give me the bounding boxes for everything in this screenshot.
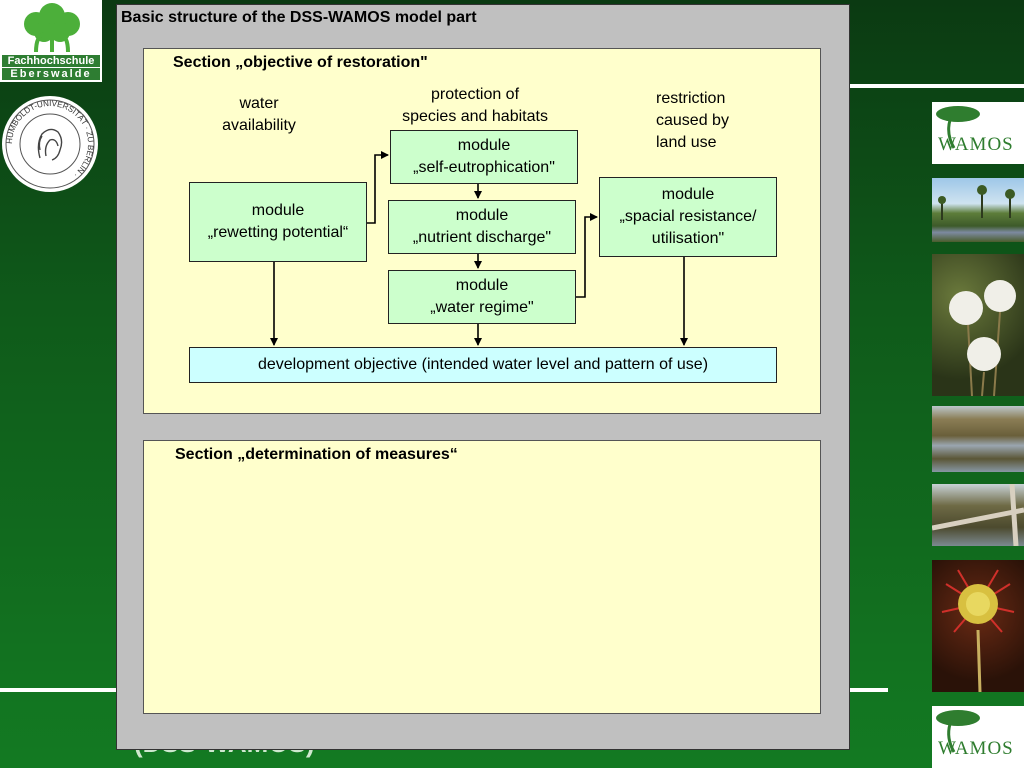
label-protection-of-species: protection of species and habitats (380, 84, 570, 128)
module-eutrophication-line1: module (457, 137, 511, 154)
tree-logo-icon (2, 3, 100, 80)
module-nutrient-discharge: module „nutrient discharge" (388, 200, 576, 254)
fh-logo-line2: Eberswalde (10, 68, 92, 80)
module-spacial-line3: utilisation" (651, 230, 725, 247)
module-nutrient-line2: „nutrient discharge" (412, 229, 552, 246)
module-eutrophication-line2: „self-eutrophication" (413, 159, 555, 176)
module-rewetting-potential: module „rewetting potential“ (189, 182, 367, 262)
module-water-regime-line1: module (455, 277, 509, 294)
wamos-logo-top-text: WAMOS (938, 134, 1014, 155)
humboldt-seal-icon: HUMBOLDT-UNIVERSITÄT · ZU BERLIN · (5, 99, 95, 189)
svg-text:HUMBOLDT-UNIVERSITÄT · ZU BERL: HUMBOLDT-UNIVERSITÄT · ZU BERLIN · (5, 99, 95, 180)
wamos-logo-top: WAMOS (932, 102, 1024, 164)
divider-line-bottom-right (850, 688, 888, 692)
photo-wet-meadow (932, 406, 1024, 472)
module-spacial-resistance: module „spacial resistance/ utilisation" (599, 177, 777, 257)
panel-title: Basic structure of the DSS-WAMOS model p… (121, 9, 477, 26)
photo-cotton-grass (932, 254, 1024, 396)
label-protection-text: protection of species and habitats (402, 86, 548, 125)
arrow-rewetting-to-eutrophication (367, 151, 389, 224)
log-icon (932, 484, 1024, 546)
section2-title: Section „determination of measures“ (175, 446, 458, 463)
label-water-availability-text: water availability (222, 95, 296, 134)
cotton-grass-icon (949, 280, 1016, 396)
module-nutrient-line1: module (455, 207, 509, 224)
photo-bog-landscape (932, 178, 1024, 242)
section-objective-of-restoration: Section „objective of restoration" water… (143, 48, 821, 414)
fh-logo-line1: Fachhochschule (7, 55, 95, 67)
section1-title: Section „objective of restoration" (173, 54, 428, 71)
wamos-logo-bottom: WAMOS (932, 706, 1024, 768)
arrow-water-regime-to-spacial (576, 213, 598, 298)
divider-line-top (850, 84, 1024, 88)
module-water-regime: module „water regime" (388, 270, 576, 324)
photo-dead-wood (932, 484, 1024, 546)
module-rewetting-line1: module (251, 202, 305, 219)
label-water-availability: water availability (204, 93, 314, 137)
wamos-logo-bottom-text: WAMOS (938, 738, 1014, 759)
module-self-eutrophication: module „self-eutrophication" (390, 130, 578, 184)
wamos-leaf-icon-bottom (936, 710, 980, 753)
wamos-leaf-icon (936, 106, 980, 149)
module-spacial-line2: „spacial resistance/ (619, 208, 757, 225)
section-determination-of-measures: Section „determination of measures“ (143, 440, 821, 714)
module-rewetting-line2: „rewetting potential“ (207, 224, 349, 241)
flow-arrows (270, 151, 688, 346)
divider-line-bottom-left (0, 688, 116, 692)
sundew-icon (941, 569, 1015, 692)
label-restriction-land-use: restriction caused by land use (656, 88, 766, 154)
development-objective-box: development objective (intended water le… (189, 347, 777, 383)
label-restriction-text: restriction caused by land use (656, 90, 729, 151)
module-water-regime-line2: „water regime" (430, 299, 534, 316)
trees-icon (938, 185, 1015, 220)
module-spacial-line1: module (661, 186, 715, 203)
humboldt-seal-logo: HUMBOLDT-UNIVERSITÄT · ZU BERLIN · (2, 96, 98, 192)
fh-eberswalde-logo: Fachhochschule Eberswalde (0, 0, 102, 82)
model-structure-panel: Basic structure of the DSS-WAMOS model p… (116, 4, 850, 750)
photo-sundew (932, 560, 1024, 692)
